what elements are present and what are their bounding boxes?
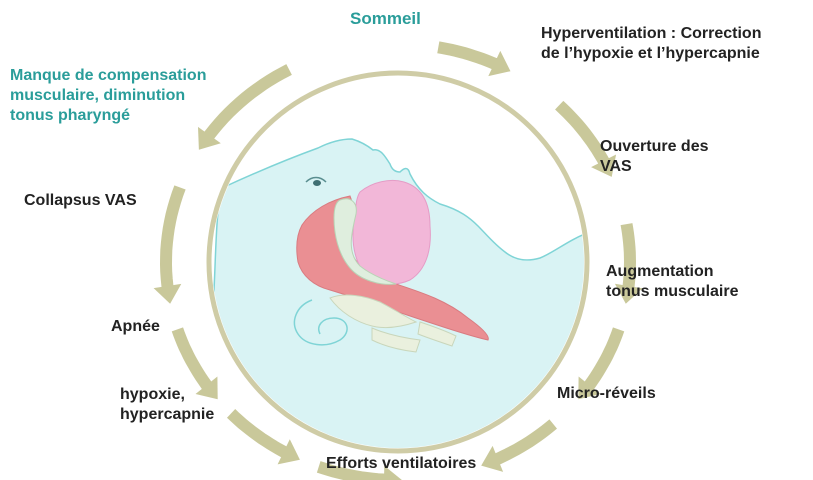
head-airway-illustration [214, 139, 590, 463]
cycle-title: Sommeil [350, 9, 421, 29]
cycle-arrow-shaft [490, 424, 554, 462]
cycle-arrow-shaft [584, 329, 619, 392]
step-hypoxie: hypoxie, hypercapnie [120, 385, 214, 425]
step-augmentation-tonus: Augmentation tonus musculaire [606, 262, 738, 302]
step-line: Hyperventilation : Correction [541, 24, 761, 44]
step-micro-reveils: Micro-réveils [557, 384, 656, 404]
eye-pupil [313, 180, 321, 186]
cycle-arrow-shaft [231, 413, 292, 455]
step-efforts-ventilatoires: Efforts ventilatoires [326, 454, 476, 474]
step-manque-compensation: Manque de compensation musculaire, dimin… [10, 66, 206, 126]
cycle-arrow-shaft [438, 47, 503, 67]
cycle-arrow-shaft [166, 187, 180, 292]
step-line: Ouverture des [600, 137, 708, 157]
step-hyperventilation: Hyperventilation : Correction de l’hypox… [541, 24, 761, 64]
step-line: de l’hypoxie et l’hypercapnie [541, 44, 761, 64]
step-line: Manque de compensation [10, 66, 206, 86]
step-line: hypercapnie [120, 405, 214, 425]
step-line: hypoxie, [120, 385, 214, 405]
step-collapsus-vas: Collapsus VAS [24, 191, 137, 211]
step-line: VAS [600, 157, 708, 177]
step-apnee: Apnée [111, 317, 160, 337]
step-line: tonus musculaire [606, 282, 738, 302]
cycle-arrow-shaft [177, 329, 212, 392]
step-line: tonus pharyngé [10, 106, 206, 126]
cycle-arrow-shaft [205, 70, 289, 141]
step-line: Augmentation [606, 262, 738, 282]
tongue-shape [353, 180, 430, 284]
cycle-arrow-head [154, 284, 182, 304]
step-line: musculaire, diminution [10, 86, 206, 106]
step-ouverture-vas: Ouverture des VAS [600, 137, 708, 177]
